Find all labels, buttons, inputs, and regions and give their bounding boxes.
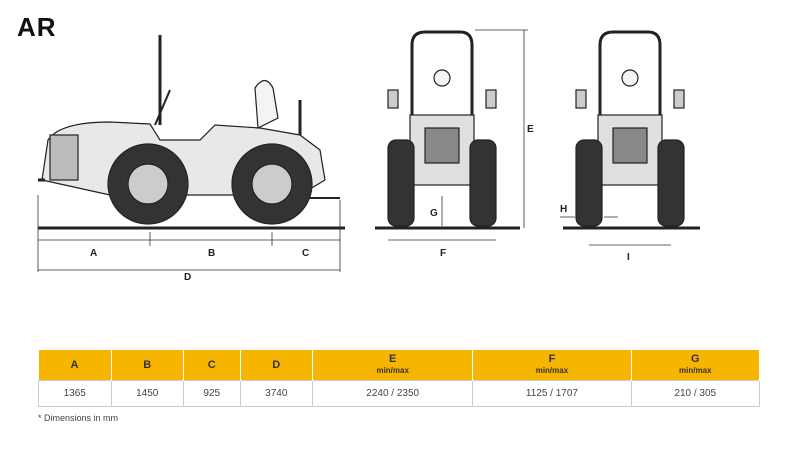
dim-label-e: E [527,124,534,135]
rear-view-tractor [575,30,685,227]
table-row: 1365 1450 925 3740 2240 / 2350 1125 / 17… [38,380,761,407]
value-g: 210 / 305 [630,380,761,407]
tractor-drawings: A B C D F G E I H [37,29,700,283]
col-b: B [111,350,184,381]
dim-label-g: G [430,208,438,219]
value-b: 1450 [110,380,184,407]
value-f: 1125 / 1707 [472,380,632,407]
footnote: * Dimensions in mm [38,413,119,423]
col-c: C [183,350,241,381]
dim-label-b: B [208,248,215,259]
dim-label-c: C [302,248,309,259]
dim-label-d: D [184,272,191,283]
value-a: 1365 [38,380,112,407]
dim-label-i: I [627,252,630,263]
front-view-tractor [387,30,497,227]
dimension-lines-side [37,195,341,272]
dim-label-f: F [440,248,446,259]
dim-label-a: A [90,248,97,259]
brand-logo: AR [17,12,57,42]
dim-label-h: H [560,204,567,215]
value-c: 925 [183,380,241,407]
side-view-tractor [38,35,340,225]
col-d: D [240,350,314,381]
value-d: 3740 [239,380,314,407]
col-a: A [38,350,112,381]
value-e: 2240 / 2350 [312,380,474,407]
